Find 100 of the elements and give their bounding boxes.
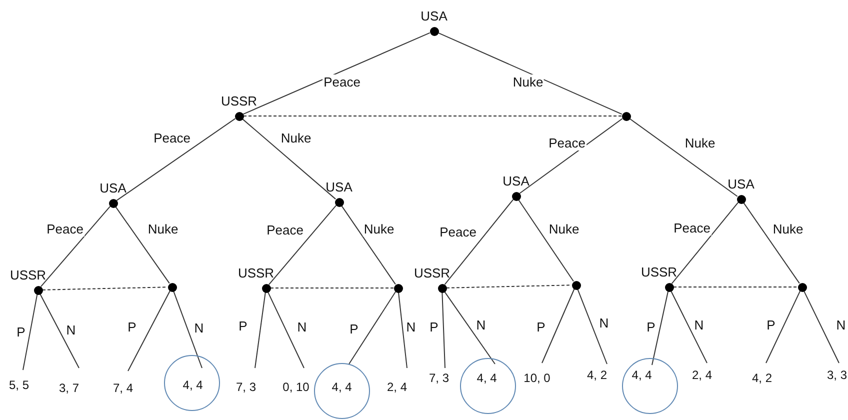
decision-node-dot <box>334 198 344 206</box>
decision-node-dot <box>394 284 402 292</box>
player-label: USA <box>726 176 756 192</box>
branch-line <box>444 199 514 285</box>
branch-line <box>743 202 800 284</box>
edge-label: Peace <box>672 220 712 236</box>
edge-label: N <box>296 320 308 334</box>
edge-label: Nuke <box>280 130 312 146</box>
edge-label: P <box>536 320 546 334</box>
branch-line <box>671 202 739 284</box>
edge-label: Peace <box>548 136 586 150</box>
edge-label: P <box>126 320 138 334</box>
payoff-label: 4, 4 <box>472 364 502 385</box>
branch-line <box>577 288 608 364</box>
decision-node-dot <box>736 194 746 204</box>
branch-line <box>398 292 408 368</box>
branch-line <box>629 118 738 197</box>
decision-node-dot <box>438 284 446 292</box>
branch-line <box>444 291 496 364</box>
branch-line <box>116 118 236 201</box>
branch-line <box>348 291 396 364</box>
decision-node-dot <box>262 284 270 292</box>
payoff-label: 7, 3 <box>424 368 454 385</box>
branch-line <box>267 292 304 368</box>
branch-line <box>518 199 574 282</box>
information-set-line <box>446 284 572 288</box>
edge-label: N <box>405 320 417 334</box>
payoff-label: 2, 4 <box>687 363 717 382</box>
player-label: USSR <box>412 266 452 280</box>
decision-node-dot <box>34 286 42 294</box>
branch-line <box>40 293 80 368</box>
highlight-circle <box>460 358 516 414</box>
edge-label: P <box>646 320 656 334</box>
payoff-label: 7, 3 <box>231 368 261 394</box>
player-label: USSR <box>220 94 258 108</box>
payoff-label: 4, 4 <box>626 364 657 382</box>
edge-label: N <box>598 316 610 330</box>
decision-node-dot <box>168 282 176 292</box>
decision-node-dot <box>664 282 674 292</box>
payoff-label: 5, 5 <box>4 370 34 392</box>
branch-line <box>128 290 170 372</box>
payoff-label: 0, 10 <box>281 368 311 394</box>
branch-line <box>803 290 840 364</box>
edge-label: P <box>16 324 26 340</box>
branch-line <box>268 204 337 286</box>
decision-node-dot <box>512 192 520 200</box>
branch-line <box>519 118 623 194</box>
information-set-line <box>673 286 798 288</box>
player-label: USA <box>420 8 448 24</box>
edge-label: Nuke <box>548 222 580 236</box>
player-label: USSR <box>8 268 48 282</box>
decision-node-dot <box>108 198 118 208</box>
player-label: USA <box>324 180 354 194</box>
branch-line <box>542 288 575 364</box>
branch-line <box>22 294 38 370</box>
payoff-label: 7, 4 <box>108 371 138 395</box>
payoff-label: 4, 2 <box>582 364 612 382</box>
branch-line <box>242 118 336 200</box>
payoff-label: 10, 0 <box>522 363 552 385</box>
edge-label: Nuke <box>362 222 396 236</box>
edge-label: Peace <box>266 222 304 238</box>
edge-label: N <box>693 318 705 332</box>
payoff-label: 3, 3 <box>822 363 848 382</box>
edge-label: N <box>193 320 205 336</box>
information-set-line <box>42 286 168 290</box>
edge-label: Peace <box>152 130 192 146</box>
branch-line <box>652 290 669 366</box>
branch-line <box>766 290 801 364</box>
branch-line <box>242 32 430 115</box>
decision-node-dot <box>430 26 438 36</box>
payoff-label: 4, 4 <box>326 364 357 394</box>
highlight-circle <box>164 355 220 411</box>
edge-label: Nuke <box>512 74 544 90</box>
highlight-circle <box>622 358 678 414</box>
decision-node-dot <box>798 282 806 292</box>
player-label: USA <box>502 174 530 188</box>
edge-label: Nuke <box>684 136 716 150</box>
edge-label: P <box>766 318 776 332</box>
decision-node-dot <box>572 280 580 290</box>
highlight-circle <box>314 363 370 419</box>
payoff-label: 4, 2 <box>747 363 777 385</box>
edge-label: Nuke <box>146 222 180 236</box>
branch-line <box>670 290 708 364</box>
edge-label: P <box>428 320 440 334</box>
branch-line <box>115 206 170 284</box>
edge-label: Peace <box>46 222 84 236</box>
edge-label: Peace <box>322 74 362 90</box>
branch-line <box>341 205 396 285</box>
branch-line <box>254 292 266 368</box>
edge-label: Peace <box>438 224 478 240</box>
decision-node-dot <box>234 112 244 120</box>
branch-line <box>40 206 111 288</box>
edge-label: N <box>835 318 847 332</box>
payoff-label: 4, 4 <box>178 368 208 392</box>
edge-label: N <box>475 318 487 332</box>
edge-label: Nuke <box>772 222 804 236</box>
player-label: USSR <box>236 266 276 280</box>
edge-label: P <box>348 322 360 336</box>
edge-label: P <box>238 318 248 334</box>
edge-label: N <box>65 322 77 338</box>
